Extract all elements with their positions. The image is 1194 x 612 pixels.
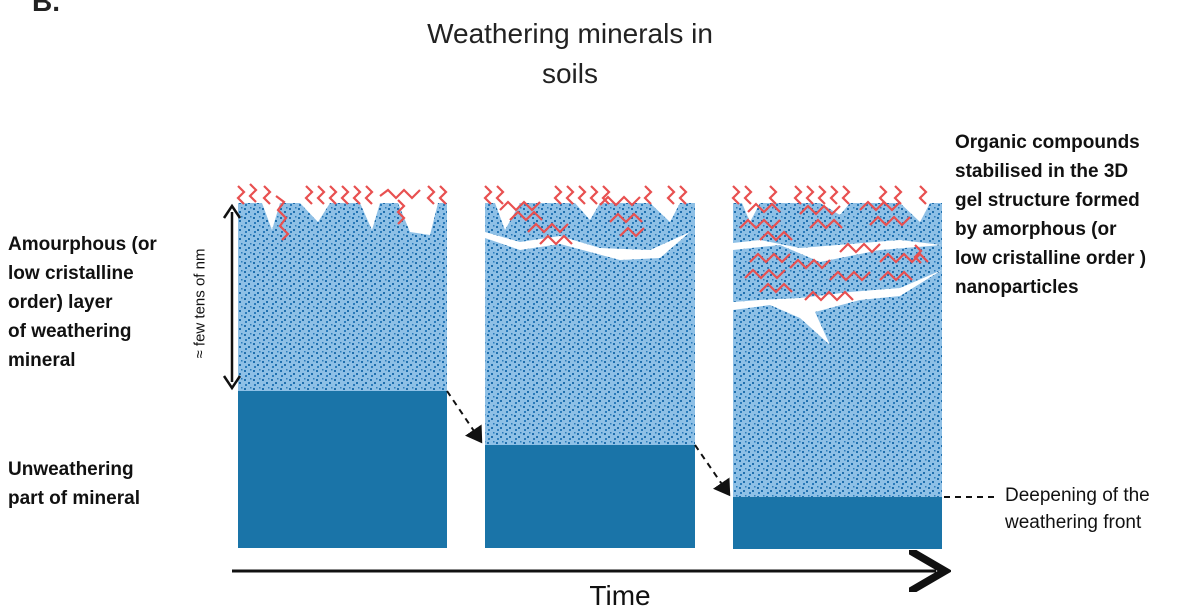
amorphous-label-line: Amourphous (or: [8, 234, 157, 255]
panel-3-unweathered-layer: [733, 497, 942, 549]
organic-label-line: nanoparticles: [955, 277, 1079, 298]
organic-label-line: low cristalline order ): [955, 248, 1147, 269]
unweathered-label-line: part of mineral: [8, 488, 140, 509]
panel-3-surface-notches: [733, 190, 942, 222]
amorphous-label-line: mineral: [8, 350, 76, 371]
panel-1-amorphous-layer: [238, 203, 447, 391]
front-label-line: weathering front: [1005, 512, 1142, 533]
panel-2-crack: [485, 232, 690, 260]
panel-2-unweathered-layer: [485, 445, 695, 548]
scale-bracket-top-arrow: [222, 203, 242, 219]
scale-label: ≈ few tens of nm: [191, 248, 209, 359]
title-line-2: soils: [541, 58, 598, 89]
panel-3-crack-2: [733, 240, 942, 262]
organic-label-line: stabilised in the 3D: [955, 161, 1129, 182]
unweathered-label-line: Unweathering: [8, 459, 134, 480]
amorphous-label-line: order) layer: [8, 292, 113, 313]
amorphous-label-line: of weathering: [8, 321, 132, 342]
organic-zigzags: [236, 183, 929, 302]
organic-label-line: Organic compounds: [955, 132, 1140, 153]
time-label: Time: [589, 580, 651, 611]
organic-label-line: gel structure formed: [955, 190, 1140, 211]
organic-label-line: by amorphous (or: [955, 219, 1117, 240]
front-arrow-2: [694, 444, 731, 497]
amorphous-label: Amourphous (or low cristalline order) la…: [8, 230, 157, 375]
scale-bracket-bottom-arrow: [222, 375, 242, 391]
panel-1-unweathered-layer: [238, 391, 447, 548]
panel-1-surface-notches: [238, 190, 447, 235]
panel-1: [238, 190, 447, 548]
panel-2-surface-notches: [485, 190, 695, 230]
diagram-title: Weathering minerals in soils: [330, 14, 810, 94]
panel-3: [733, 190, 942, 549]
front-arrow-1: [446, 390, 483, 444]
panel-2-amorphous-layer: [485, 203, 695, 445]
amorphous-label-line: low cristalline: [8, 263, 134, 284]
front-label-line: Deepening of the: [1005, 485, 1150, 506]
title-line-1: Weathering minerals in: [427, 18, 713, 49]
corner-mark: B.: [32, 0, 60, 17]
front-label: Deepening of the weathering front: [1005, 482, 1150, 536]
organic-label: Organic compounds stabilised in the 3D g…: [955, 128, 1146, 302]
unweathered-label: Unweathering part of mineral: [8, 455, 140, 513]
panel-2: [485, 190, 695, 548]
